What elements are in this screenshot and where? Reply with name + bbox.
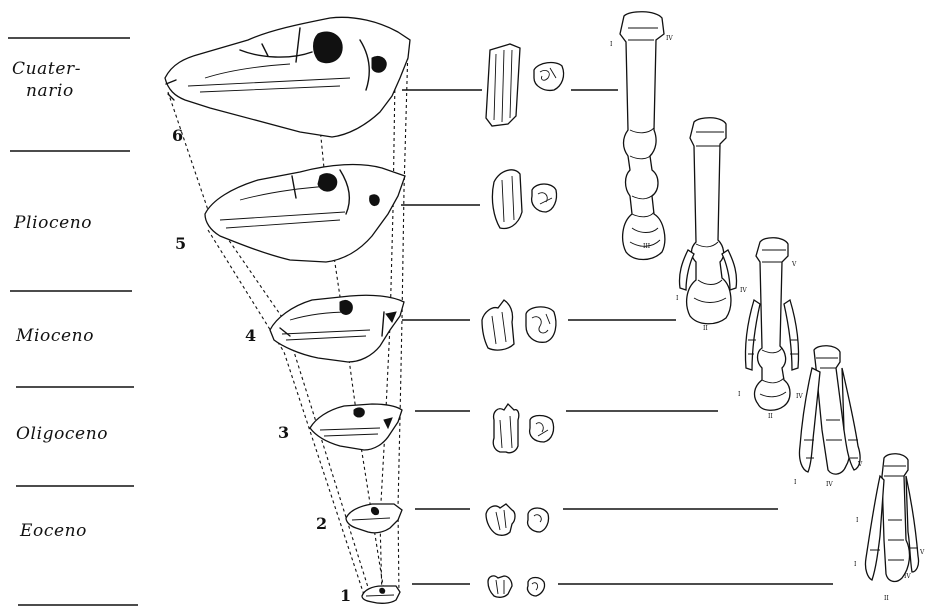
foot-6: I IV III xyxy=(610,12,673,260)
skull-5 xyxy=(205,165,405,262)
skull-4 xyxy=(270,295,404,362)
teeth-column xyxy=(482,44,564,597)
digit-label: V xyxy=(857,461,863,468)
digit-label: II xyxy=(884,595,889,602)
foot-3: I V IV xyxy=(794,346,863,488)
digit-label: I xyxy=(610,41,613,48)
digit-label: II xyxy=(768,413,773,420)
digit-label: IV xyxy=(666,35,673,42)
era-divider-rules xyxy=(8,38,138,605)
skull-6 xyxy=(165,17,410,137)
skull-1 xyxy=(362,586,400,603)
foot-4: I V IV II xyxy=(738,238,803,420)
digit-label: IV xyxy=(796,393,803,400)
digit-label: I xyxy=(738,391,741,398)
digit-label: III xyxy=(643,243,651,250)
digit-label: I xyxy=(676,295,679,302)
digit-label: I xyxy=(854,561,857,568)
digit-label: V xyxy=(791,261,797,268)
digit-label: IV xyxy=(904,573,911,580)
digit-label: I xyxy=(856,517,859,524)
digit-label: I xyxy=(794,479,797,486)
digit-label: IV xyxy=(826,481,833,488)
foot-2: I V I IV II xyxy=(854,454,925,602)
skull-2 xyxy=(346,504,402,533)
digit-label: II xyxy=(703,325,708,332)
digit-label: IV xyxy=(740,287,747,294)
digit-label: V xyxy=(919,549,925,556)
foot-5: I IV II xyxy=(676,118,747,332)
skull-3 xyxy=(310,404,402,450)
